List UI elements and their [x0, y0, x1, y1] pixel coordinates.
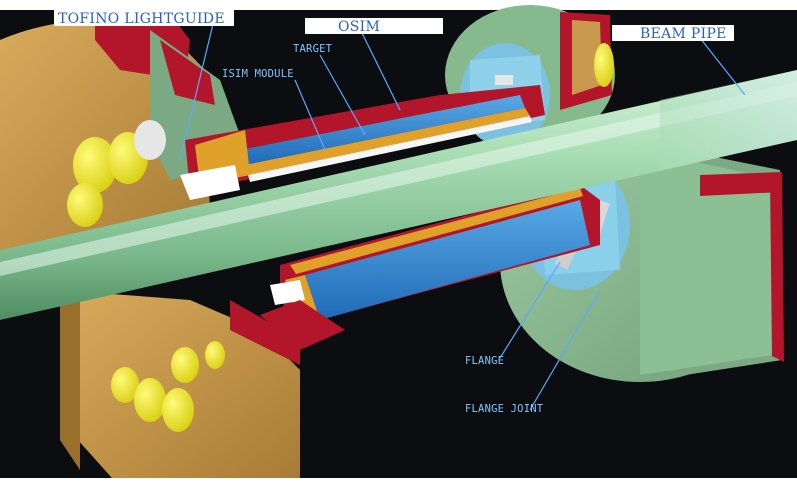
beam-pipe-label-box: [612, 25, 734, 41]
leader-target: [319, 54, 366, 136]
leader-beam-pipe: [699, 37, 746, 96]
label-flange: FLANGE: [465, 355, 504, 367]
upper-module-assembly: [180, 85, 545, 200]
leader-osim: [361, 32, 401, 111]
top-white-band: [0, 0, 797, 10]
leader-flange-joint: [529, 289, 601, 411]
lower-module-assembly: [260, 185, 600, 350]
bottom-white-band: [0, 478, 797, 487]
label-isim-module: ISIM MODULE: [222, 68, 294, 80]
beam-pipe: [0, 70, 797, 320]
osim-label-box: [305, 18, 443, 34]
leader-lines: [179, 19, 746, 411]
tofino-label-box: [54, 10, 234, 26]
label-osim: OSIM: [338, 19, 380, 35]
left-upper-hub: [0, 12, 240, 250]
left-lower-hub: [60, 290, 300, 487]
label-flange-joint: FLANGE JOINT: [465, 403, 544, 415]
leader-tofino: [179, 19, 215, 161]
label-target: TARGET: [293, 43, 333, 55]
leader-flange: [499, 261, 561, 359]
label-beam-pipe: BEAM PIPE: [640, 26, 727, 42]
label-tofino-lightguide: TOFINO LIGHTGUIDE: [58, 11, 225, 27]
leader-isim: [294, 79, 326, 151]
